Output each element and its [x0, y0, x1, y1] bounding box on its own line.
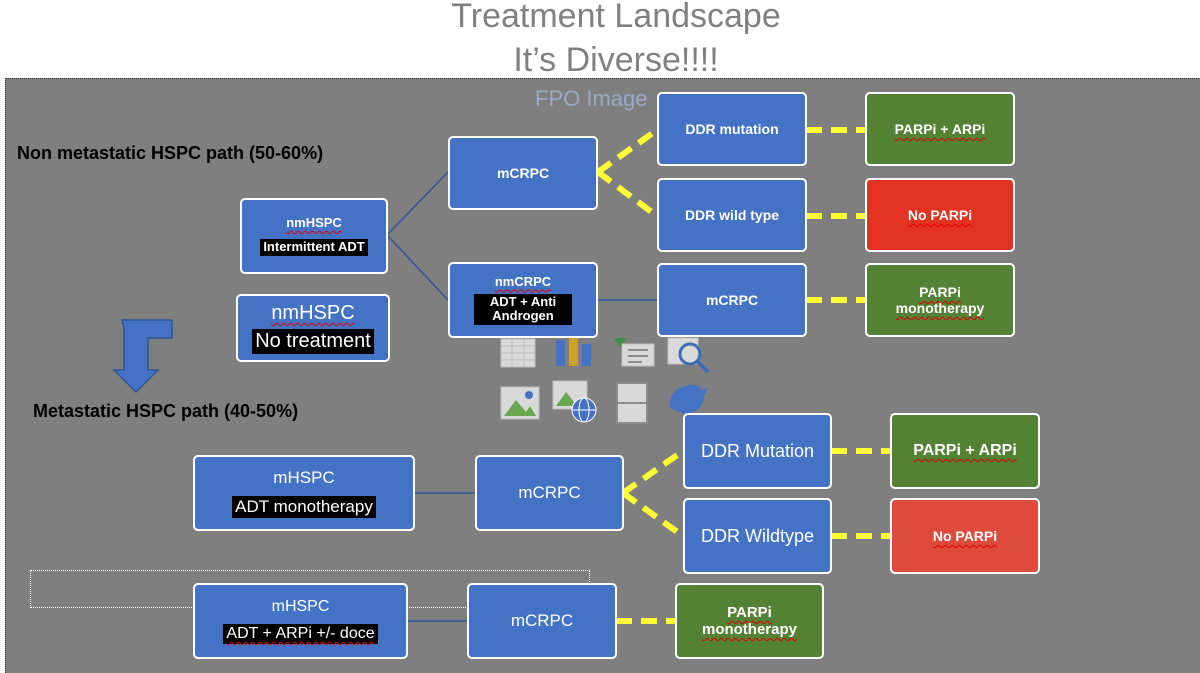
- box-title: mCRPC: [705, 291, 759, 308]
- smartart-icon: [614, 338, 655, 367]
- no-parpi-top-box: No PARPi: [865, 178, 1015, 252]
- connector-mcrpc2-ddr-mut: [621, 448, 685, 496]
- mcrpc-bottom1-box: mCRPC: [475, 455, 624, 531]
- box-title: DDR Mutation: [700, 440, 815, 461]
- box-title: nmHSPC: [286, 215, 342, 231]
- box-title: mCRPC: [510, 611, 574, 631]
- box-title: No PARPi: [907, 206, 973, 223]
- page-subtitle: It’s Diverse!!!!: [513, 41, 719, 79]
- picture-icon: [500, 386, 540, 420]
- ddr-wildtype-bottom-box: DDR Wildtype: [683, 498, 832, 574]
- box-title: nmHSPC: [271, 302, 355, 324]
- mcrpc-bottom2-box: mCRPC: [467, 583, 617, 659]
- parpi-arpi-top-box: PARPi + ARPi: [865, 92, 1015, 166]
- parpi-arpi-bottom-box: PARPi + ARPi: [890, 413, 1040, 489]
- ddr-wild-type-top-box: DDR wild type: [657, 178, 807, 252]
- box-title: DDR Wildtype: [700, 525, 815, 546]
- nmcrpc-box: nmCRPC ADT + Anti Androgen: [448, 262, 598, 338]
- page-title: Treatment Landscape: [451, 0, 781, 35]
- connector-mcrpc-ddr-wild: [596, 169, 659, 219]
- mhspc-adt-arpi-doce-box: mHSPC ADT + ARPi +/- doce: [193, 583, 408, 659]
- mhspc-adt-monotherapy-box: mHSPC ADT monotherapy: [193, 455, 415, 531]
- parpi-monotherapy-top-box: PARPi monotherapy: [865, 263, 1015, 337]
- box-title: mHSPC: [273, 468, 335, 488]
- connector-nmhspc-mcrpc: [386, 171, 449, 236]
- box-title: PARPi + ARPi: [894, 120, 986, 137]
- ddr-mutation-top-box: DDR mutation: [657, 92, 807, 166]
- non-metastatic-label: Non metastatic HSPC path (50-60%): [17, 143, 324, 163]
- layout-icon: [616, 382, 648, 424]
- connector-mcrpc-ddr-mut: [596, 127, 659, 175]
- box-title: PARPi + ARPi: [913, 441, 1017, 459]
- box-title: PARPi monotherapy: [895, 283, 985, 316]
- no-parpi-bottom-box: No PARPi: [890, 498, 1040, 574]
- mcrpc-top-box: mCRPC: [448, 136, 598, 210]
- box-title: No PARPi: [932, 527, 998, 544]
- box-title: DDR mutation: [685, 120, 779, 137]
- box-subtitle: ADT monotherapy: [232, 496, 376, 518]
- box-title: mCRPC: [518, 483, 581, 503]
- mcrpc-mid-box: mCRPC: [657, 263, 807, 337]
- box-subtitle: ADT + Anti Androgen: [474, 293, 572, 326]
- nmhspc-intermittent-adt-box: nmHSPC Intermittent ADT: [240, 198, 388, 274]
- connector-nmhspc-nmcrpc: [386, 234, 449, 301]
- parpi-monotherapy-bottom-box: PARPi monotherapy: [675, 583, 824, 659]
- icon-bird-icon: [669, 384, 708, 414]
- box-title: PARPi monotherapy: [701, 603, 797, 638]
- online-picture-icon: [552, 380, 597, 423]
- chart-icon: [556, 336, 591, 366]
- picture-search-icon: [667, 337, 710, 374]
- ddr-mutation-bottom-box: DDR Mutation: [683, 413, 832, 489]
- connector-mcrpc2-ddr-wild: [621, 490, 685, 539]
- box-subtitle: Intermittent ADT: [260, 239, 368, 256]
- box-title: mCRPC: [496, 164, 550, 181]
- box-title: DDR wild type: [684, 206, 780, 223]
- nmhspc-no-treatment-box: nmHSPC No treatment: [236, 294, 390, 362]
- table-icon: [500, 338, 536, 368]
- placeholder-text: FPO Image: [535, 86, 648, 111]
- box-subtitle: No treatment: [252, 329, 374, 354]
- box-subtitle: ADT + ARPi +/- doce: [223, 624, 378, 645]
- down-arrow-icon: [112, 319, 173, 394]
- metastatic-label: Metastatic HSPC path (40-50%): [33, 401, 299, 421]
- box-title: nmCRPC: [494, 273, 552, 289]
- box-title: mHSPC: [271, 597, 330, 615]
